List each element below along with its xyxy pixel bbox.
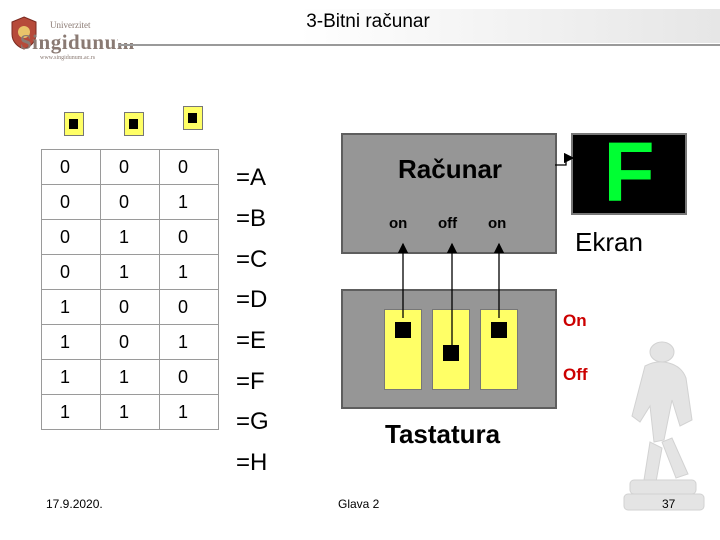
off-label: Off [563, 365, 588, 384]
computer-box [341, 133, 557, 254]
table-cell: 0 [41, 219, 101, 255]
bit-switch-2 [124, 112, 144, 136]
table-cell: 0 [100, 184, 160, 220]
computer-label: Računar [398, 154, 503, 184]
key-knob-icon [443, 345, 459, 361]
footer-page-number: 37 [662, 497, 676, 511]
table-cell: 0 [41, 149, 101, 185]
footer-chapter: Glava 2 [338, 497, 380, 511]
key-knob-icon [395, 322, 411, 338]
screen-letter: F [603, 125, 655, 219]
on-label: On [563, 311, 587, 330]
table-cell: 1 [41, 359, 101, 395]
result-letter: =F [236, 368, 265, 395]
table-cell: 1 [100, 394, 160, 430]
logo-line-2: Singidunum [20, 30, 135, 54]
table-cell: 1 [159, 184, 219, 220]
arrow-computer-to-screen [555, 152, 575, 166]
footer-date: 17.9.2020. [46, 497, 103, 511]
signal-label: on [389, 215, 408, 232]
slide-title: 3-Bitni računar [306, 11, 430, 32]
statue-watermark-icon [623, 341, 705, 511]
logo-line-3: www.singidunum.ac.rs [40, 55, 96, 61]
table-cell: 0 [100, 149, 160, 185]
table-cell: 1 [41, 394, 101, 430]
bit-switch-3 [183, 106, 203, 130]
table-cell: 0 [159, 289, 219, 325]
logo-line-1: Univerzitet [50, 20, 91, 30]
keyboard-key [384, 309, 422, 390]
table-cell: 1 [41, 289, 101, 325]
screen-display [571, 133, 687, 215]
keyboard-key [432, 309, 470, 390]
bit-switch-1 [64, 112, 84, 136]
table-cell: 1 [159, 394, 219, 430]
result-letter: =B [236, 205, 267, 232]
result-letter: =D [236, 286, 268, 313]
signal-label: off [438, 215, 458, 232]
switch-knob-icon [69, 119, 78, 129]
table-cell: 1 [159, 254, 219, 290]
switch-knob-icon [188, 113, 197, 123]
title-divider [118, 44, 720, 46]
table-cell: 0 [41, 254, 101, 290]
screen-label: Ekran [575, 227, 643, 257]
title-bar [118, 9, 720, 43]
result-letter: =G [236, 408, 269, 435]
result-letter: =E [236, 327, 267, 354]
signal-label: on [488, 215, 507, 232]
table-cell: 0 [159, 149, 219, 185]
university-logo: Univerzitet Singidunum www.singidunum.ac… [10, 14, 134, 64]
switch-knob-icon [129, 119, 138, 129]
result-letter: =H [236, 449, 268, 476]
university-seal-icon [11, 16, 37, 50]
keyboard-label: Tastatura [385, 419, 501, 449]
key-knob-icon [491, 322, 507, 338]
result-letter: =C [236, 246, 268, 273]
table-cell: 1 [41, 324, 101, 360]
result-letter: =A [236, 164, 267, 191]
